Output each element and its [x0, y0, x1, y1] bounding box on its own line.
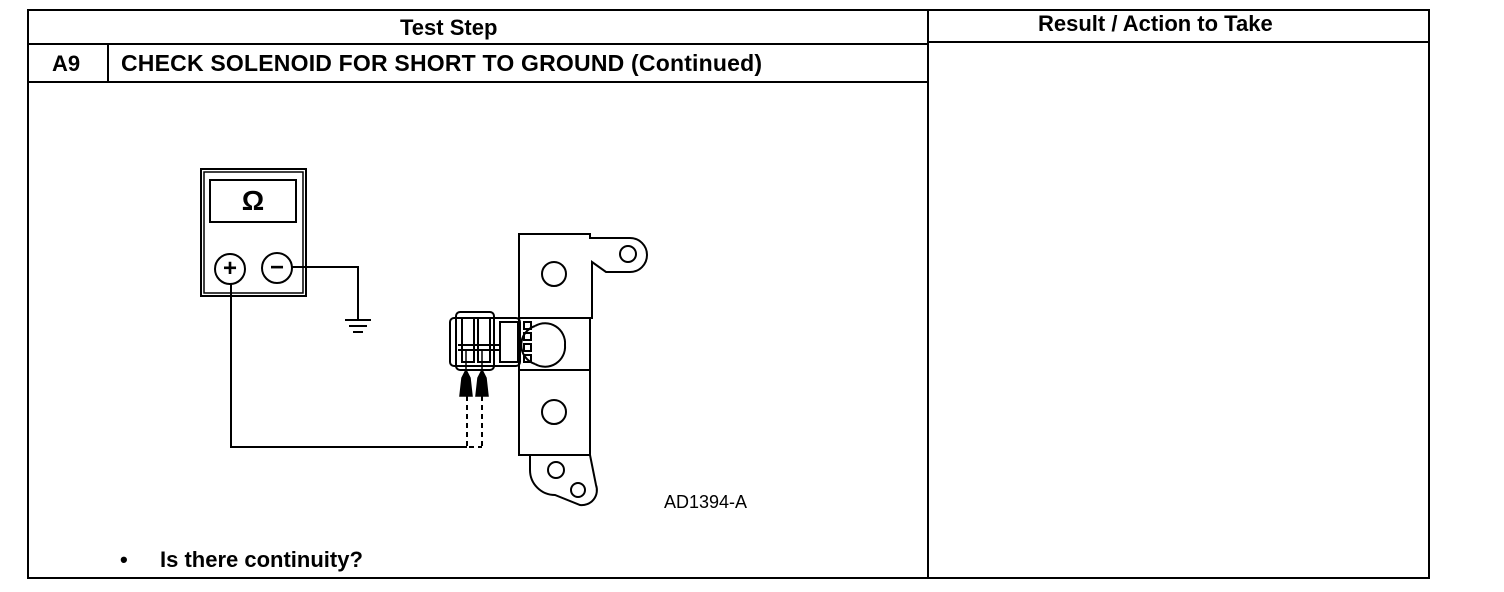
ground-lead: [292, 266, 371, 333]
table-outer-border: [27, 9, 1430, 579]
continuity-question: Is there continuity?: [160, 547, 363, 572]
positive-lead: [230, 284, 483, 448]
test-probes: [459, 350, 489, 397]
test-step-header: Test Step: [400, 15, 498, 40]
figure-code: AD1394-A: [664, 492, 748, 512]
bullet-point: •: [120, 547, 128, 572]
minus-sign: −: [269, 254, 284, 281]
plus-sign: +: [222, 255, 237, 282]
result-action-header: Result / Action to Take: [1038, 11, 1273, 36]
step-id: A9: [52, 51, 81, 76]
meter-display: [209, 179, 297, 223]
step-title: CHECK SOLENOID FOR SHORT TO GROUND (Cont…: [121, 50, 763, 76]
connector-illustration: [449, 311, 521, 371]
ohm-symbol: Ω: [241, 185, 265, 216]
solenoid-illustration: [518, 233, 648, 507]
multimeter-illustration: [200, 168, 307, 297]
